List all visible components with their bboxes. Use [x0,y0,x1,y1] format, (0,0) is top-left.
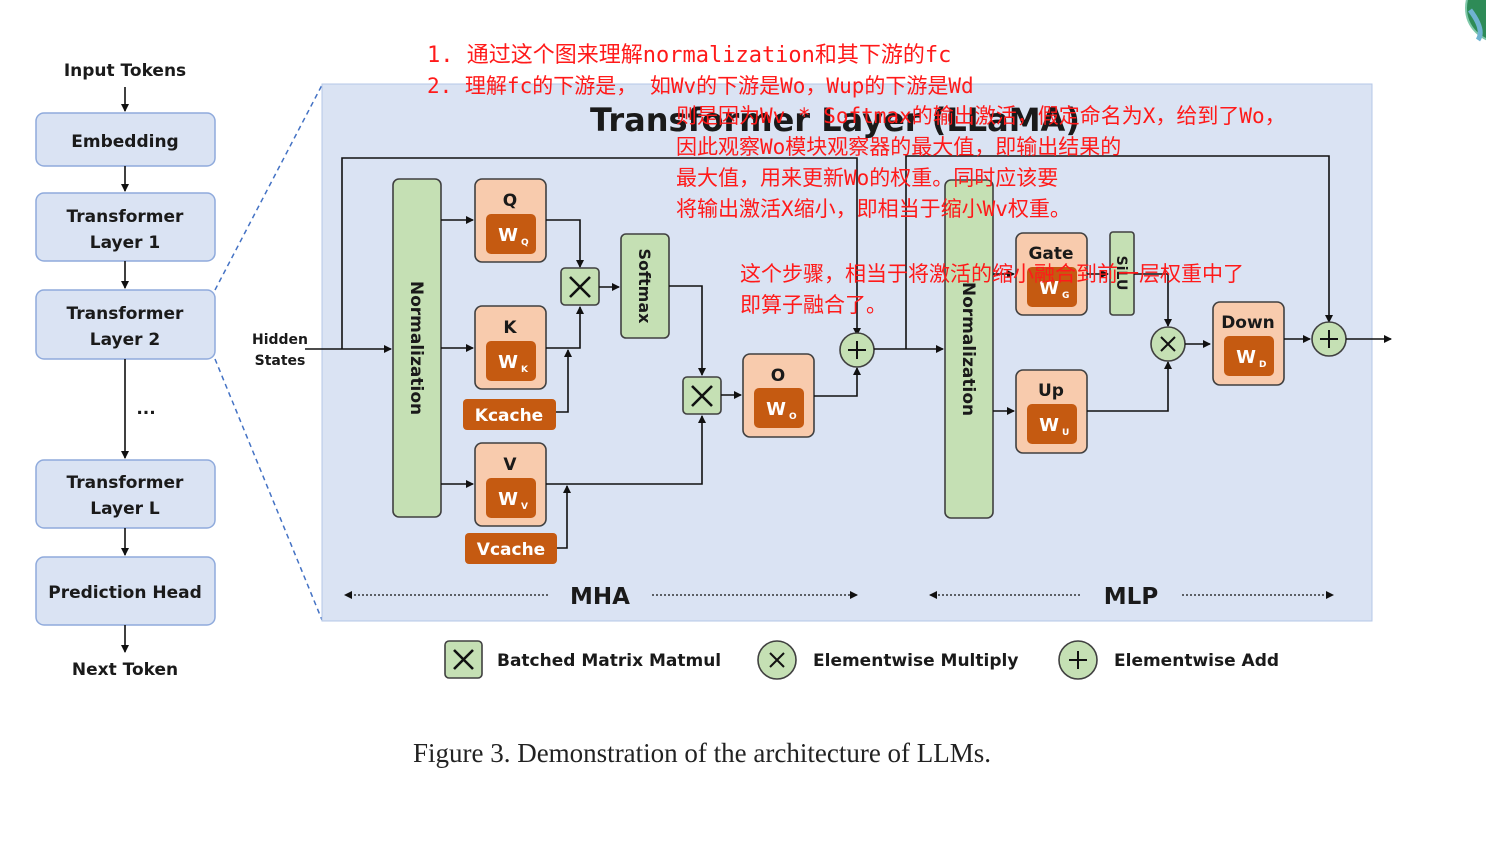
down-label: Down [1221,313,1275,333]
k-label: K [503,318,517,338]
v-label: V [503,455,517,475]
ellipsis: ... [136,399,155,419]
zoom-line-bottom [214,358,323,621]
wu-label: W [1039,415,1059,436]
mha-label: MHA [570,584,630,610]
wk-weight [486,341,536,381]
annotation-line-6: 将输出激活X缩小，即相当于缩小Wv权重。 [676,197,1071,221]
next-token-label: Next Token [72,660,178,680]
annotation-line-7: 这个步骤，相当于将激活的缩小融合到前一层权重中了 [740,262,1244,286]
wk-label: W [498,352,518,373]
wo-subscript: O [789,412,797,422]
annotation-line-2: 2. 理解fc的下游是， 如Wv的下游是Wo，Wup的下游是Wd [427,74,974,98]
wo-weight [754,388,804,428]
legend-batched-label: Batched Matrix Matmul [497,651,721,671]
wq-label: W [498,225,518,246]
annotation-line-3: 则是因为Wv * Softmax的输出激活，假定命名为X，给到了Wo， [676,104,1286,128]
wd-subscript: D [1259,360,1266,370]
wv-label: W [498,489,518,510]
annotation-line-4: 因此观察Wo模块观察器的最大值，即输出结果的 [676,135,1121,159]
kcache-block [463,399,556,430]
wq-weight [486,214,536,254]
embedding-label: Embedding [71,132,178,152]
globe-icon [1465,0,1486,42]
input-tokens-label: Input Tokens [64,61,186,81]
left-stack: Input Tokens Embedding Transformer Layer… [35,61,216,680]
layerL-label-b: Layer L [90,499,160,519]
layer1-label-b: Layer 1 [90,233,161,253]
wd-weight [1224,336,1274,376]
wv-subscript: V [521,502,528,512]
wk-subscript: K [521,365,529,375]
zoom-line-top [214,84,323,291]
wg-weight [1027,267,1077,307]
wd-label: W [1236,347,1256,368]
legend: Batched Matrix Matmul Elementwise Multip… [444,640,1279,680]
wu-weight [1027,404,1077,444]
figure-caption: Figure 3. Demonstration of the architect… [413,738,991,768]
handwritten-annotations: 1. 通过这个图来理解normalization和其下游的fc 2. 理解fc的… [427,43,1286,317]
vcache-block [465,533,557,564]
wg-label: W [1039,278,1059,299]
wo-label: W [766,399,786,420]
normalization-mha-label: Normalization [406,281,426,415]
wu-subscript: U [1062,428,1069,438]
legend-multiply-label: Elementwise Multiply [813,651,1018,671]
hidden-states-label-a: Hidden [252,332,308,348]
normalization-block-mlp [944,179,994,519]
softmax-label: Softmax [635,249,654,325]
normalization-mlp-label: Normalization [958,282,978,416]
layer2-label-b: Layer 2 [90,330,161,350]
vcache-label: Vcache [477,540,545,560]
wv-weight [486,478,536,518]
prediction-head-label: Prediction Head [48,583,202,603]
wq-subscript: Q [521,238,529,248]
annotation-line-8: 即算子融合了。 [740,293,887,317]
annotation-line-1: 1. 通过这个图来理解normalization和其下游的fc [427,43,951,68]
up-label: Up [1038,381,1064,401]
annotation-line-5: 最大值，用来更新Wo的权重。同时应该要 [676,166,1058,190]
q-label: Q [503,191,517,211]
legend-add-label: Elementwise Add [1114,651,1279,671]
wg-subscript: G [1062,291,1069,301]
silu-label: SiLU [1113,256,1129,291]
mlp-label: MLP [1104,584,1158,610]
layerL-label-a: Transformer [67,473,185,493]
layer2-label-a: Transformer [67,304,185,324]
gate-label: Gate [1028,244,1073,264]
hidden-states-label-b: States [255,353,306,369]
layer1-label-a: Transformer [67,207,185,227]
o-label: O [771,366,785,386]
transformer-layer-title: Transformer Layer (LLaMA) [590,101,1080,139]
kcache-label: Kcache [475,406,543,426]
